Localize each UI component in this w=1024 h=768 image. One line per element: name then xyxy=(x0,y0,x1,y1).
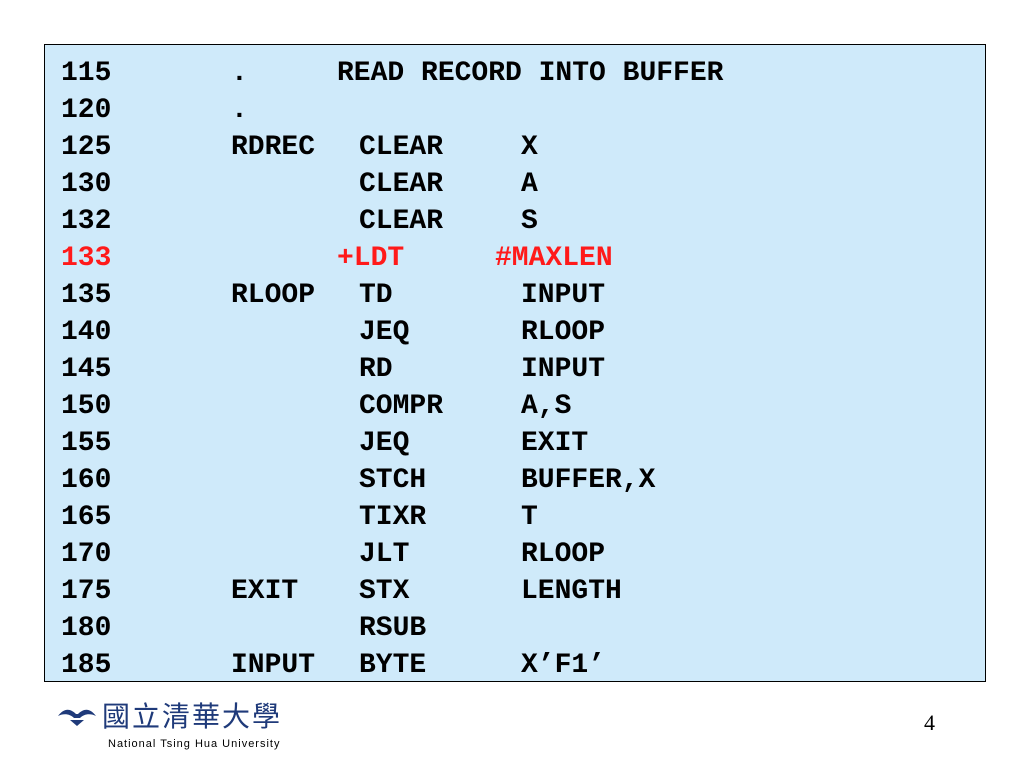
line-opcode: RD xyxy=(359,354,393,385)
line-number: 175 xyxy=(61,576,112,607)
bird-emblem-icon xyxy=(58,709,96,726)
line-operand: A,S xyxy=(521,391,572,422)
line-operand: BUFFER,X xyxy=(521,465,656,496)
line-operand: EXIT xyxy=(521,428,589,459)
code-line: 115. READ RECORD INTO BUFFER xyxy=(45,55,985,92)
line-opcode: TD xyxy=(359,280,393,311)
line-label: RLOOP xyxy=(231,280,316,311)
code-line: 160 STCH BUFFER,X xyxy=(45,462,985,499)
code-line: 175 EXIT STX LENGTH xyxy=(45,573,985,610)
line-number: 132 xyxy=(61,206,112,237)
line-operand: INPUT xyxy=(521,280,606,311)
line-opcode: STCH xyxy=(359,465,427,496)
university-name-chinese: 國立清華大學 xyxy=(102,700,283,733)
code-line: 150 COMPR A,S xyxy=(45,388,985,425)
line-number: 165 xyxy=(61,502,112,533)
line-number: 155 xyxy=(61,428,112,459)
line-number: 145 xyxy=(61,354,112,385)
code-line: 140 JEQ RLOOP xyxy=(45,314,985,351)
code-line: 145 RD INPUT xyxy=(45,351,985,388)
line-label: RDREC xyxy=(231,132,316,163)
line-label: . xyxy=(231,95,248,126)
code-line: 180 RSUB xyxy=(45,610,985,647)
line-number: 140 xyxy=(61,317,112,348)
line-number: 185 xyxy=(61,650,112,681)
line-opcode: +LDT xyxy=(337,243,405,274)
line-opcode: STX xyxy=(359,576,410,607)
code-line: 185 INPUT BYTE X’F1’ xyxy=(45,647,985,684)
line-number: 130 xyxy=(61,169,112,200)
line-number: 135 xyxy=(61,280,112,311)
line-number: 115 xyxy=(61,58,112,89)
line-opcode: TIXR xyxy=(359,502,427,533)
code-line: 125 RDREC CLEAR X xyxy=(45,129,985,166)
line-operand: A xyxy=(521,169,538,200)
line-operand: S xyxy=(521,206,538,237)
line-label: . xyxy=(231,58,248,89)
line-opcode: RSUB xyxy=(359,613,427,644)
line-operand: X xyxy=(521,132,538,163)
line-operand: X’F1’ xyxy=(521,650,606,681)
line-operand: INPUT xyxy=(521,354,606,385)
code-line: 133 +LDT #MAXLEN xyxy=(45,240,985,277)
line-number: 125 xyxy=(61,132,112,163)
code-line: 130 CLEAR A xyxy=(45,166,985,203)
code-line: 155 JEQ EXIT xyxy=(45,425,985,462)
line-number: 120 xyxy=(61,95,112,126)
line-operand: #MAXLEN xyxy=(495,243,613,274)
code-line: 132 CLEAR S xyxy=(45,203,985,240)
line-opcode: COMPR xyxy=(359,391,444,422)
line-number: 133 xyxy=(61,243,112,274)
code-line: 120. xyxy=(45,92,985,129)
line-opcode: READ RECORD INTO BUFFER xyxy=(337,58,724,89)
line-number: 160 xyxy=(61,465,112,496)
line-number: 170 xyxy=(61,539,112,570)
line-number: 180 xyxy=(61,613,112,644)
line-operand: RLOOP xyxy=(521,317,606,348)
line-opcode: JEQ xyxy=(359,428,410,459)
line-opcode: JEQ xyxy=(359,317,410,348)
line-number: 150 xyxy=(61,391,112,422)
line-label: INPUT xyxy=(231,650,316,681)
code-line: 170 JLT RLOOP xyxy=(45,536,985,573)
page-number: 4 xyxy=(924,710,935,735)
line-operand: RLOOP xyxy=(521,539,606,570)
university-name-english: National Tsing Hua University xyxy=(108,738,281,750)
code-line: 165 TIXR T xyxy=(45,499,985,536)
line-opcode: CLEAR xyxy=(359,169,444,200)
line-opcode: CLEAR xyxy=(359,206,444,237)
line-operand: LENGTH xyxy=(521,576,622,607)
line-opcode: CLEAR xyxy=(359,132,444,163)
line-operand: T xyxy=(521,502,538,533)
line-label: EXIT xyxy=(231,576,299,607)
university-logo: 國立清華大學 National Tsing Hua University xyxy=(56,700,316,756)
code-line: 135 RLOOP TD INPUT xyxy=(45,277,985,314)
line-opcode: JLT xyxy=(359,539,410,570)
line-opcode: BYTE xyxy=(359,650,427,681)
